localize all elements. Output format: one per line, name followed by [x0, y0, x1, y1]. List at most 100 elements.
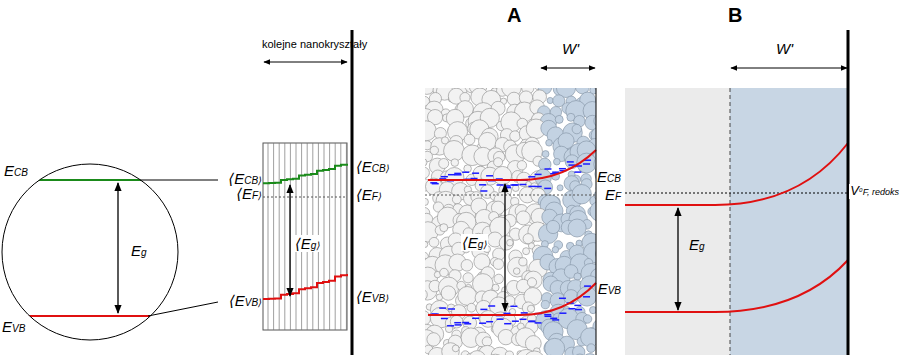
nanoparticle — [554, 158, 561, 165]
trap-states — [430, 160, 591, 326]
trap-dash — [535, 322, 542, 324]
nanoparticle — [517, 161, 526, 170]
trap-dash — [454, 322, 461, 324]
trap-dash — [504, 323, 511, 325]
trap-dash — [568, 308, 575, 310]
nanoparticle — [425, 289, 427, 301]
nanoparticle — [542, 151, 549, 158]
trap-dash — [432, 183, 439, 185]
trap-dash — [535, 186, 542, 188]
nanoparticle — [444, 141, 465, 162]
nanocrystal-box: ⟨Eg⟩ — [263, 143, 347, 330]
nanoparticle — [557, 185, 563, 191]
band-gap-label: Eg — [688, 236, 706, 253]
trap-dash — [528, 186, 535, 188]
nanoparticle — [574, 273, 581, 280]
nanoparticle — [568, 219, 586, 237]
nanoparticle — [461, 260, 473, 272]
depletion-region — [730, 88, 848, 355]
nanoparticle — [547, 97, 553, 103]
stripe — [346, 143, 347, 330]
conduction-band-curve — [625, 143, 848, 205]
trap-dash — [480, 309, 487, 311]
nanoparticle — [552, 247, 558, 253]
conduction-band-curve — [428, 150, 596, 180]
nanoparticle — [494, 158, 503, 167]
trap-dash — [448, 174, 455, 176]
nanoparticle — [427, 333, 440, 346]
nanoparticle — [545, 338, 565, 355]
trap-dash — [512, 320, 519, 322]
nanoparticle — [464, 165, 472, 173]
trap-dash — [472, 318, 479, 320]
nanoparticle — [493, 166, 511, 184]
nanoparticle — [513, 268, 520, 275]
stripe — [284, 143, 285, 330]
level-connector — [148, 302, 218, 316]
trap-dash — [528, 321, 535, 323]
nanoparticle — [582, 354, 596, 355]
nanoparticle — [494, 274, 503, 283]
level-label: ⟨ECB⟩ — [356, 158, 390, 175]
valence-band-curve — [625, 260, 848, 312]
trap-dash — [479, 184, 486, 186]
nanoparticle — [498, 329, 513, 344]
trap-dash — [521, 312, 528, 314]
trap-dash — [486, 321, 493, 323]
trap-dash — [583, 296, 590, 298]
trap-dash — [528, 176, 535, 178]
stripe — [335, 143, 336, 330]
trap-dash — [497, 184, 504, 186]
trap-dash — [520, 319, 527, 321]
trap-dash — [544, 168, 551, 170]
trap-dash — [497, 318, 504, 320]
nanoparticle — [482, 337, 492, 347]
nanoparticle — [442, 343, 460, 355]
fermi-level — [263, 197, 347, 198]
trap-dash — [574, 305, 581, 307]
nanoparticle — [555, 115, 563, 123]
trap-dash — [544, 188, 551, 190]
nanoparticle — [492, 284, 499, 291]
nanoparticle — [507, 239, 514, 246]
trap-dash — [441, 318, 448, 320]
trap-dash — [455, 174, 462, 176]
nanoparticle — [441, 286, 455, 300]
trap-dash — [439, 307, 446, 309]
width-label: W' — [776, 40, 793, 57]
nanoparticle — [546, 140, 553, 147]
panel-letter: A — [507, 4, 521, 27]
nanoparticle — [512, 185, 519, 192]
nanoparticle — [452, 195, 461, 204]
trap-dash — [486, 175, 493, 177]
width-arrow — [731, 68, 847, 69]
nanoparticle — [527, 305, 534, 312]
nanoparticle — [439, 159, 449, 169]
level-label: ECB — [597, 168, 621, 185]
nanoparticle — [464, 134, 475, 145]
nanoparticle — [572, 124, 581, 133]
nanoparticle — [587, 344, 596, 353]
nanoparticle — [463, 273, 473, 283]
trap-dash — [462, 171, 469, 173]
level-label: EVB — [598, 280, 621, 297]
nanoparticle — [425, 121, 436, 141]
stripe — [340, 143, 341, 330]
nanoparticle — [451, 159, 459, 167]
level-label: ⟨EF⟩ — [356, 186, 382, 203]
depletion-edge — [730, 88, 731, 355]
band-gap-label: Eg — [130, 242, 148, 259]
width-label: W' — [562, 40, 579, 57]
film-boundary — [596, 88, 597, 355]
stripe — [273, 143, 274, 330]
nanoparticle — [425, 159, 427, 166]
trap-dash — [550, 318, 557, 320]
nanoparticle — [541, 301, 549, 309]
nanoparticle — [523, 234, 533, 244]
trap-dash — [512, 184, 519, 186]
trap-dash — [544, 316, 551, 318]
band-gap-label: ⟨Eg⟩ — [294, 235, 321, 252]
nanoparticle — [524, 351, 545, 355]
trap-dash — [567, 161, 574, 163]
